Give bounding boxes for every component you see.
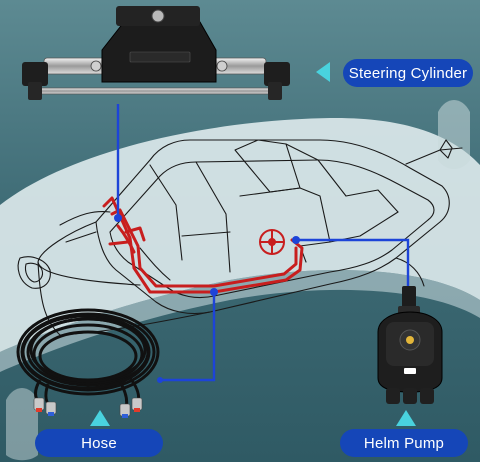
cylinder-end-right [268,82,282,100]
cylinder-fitting [90,60,102,72]
background-boat [438,100,470,169]
helm-pump [377,286,443,404]
helm-wheel [259,229,285,255]
cylinder-rod [33,87,279,95]
pump-badge [404,368,416,374]
connector-dots [114,214,300,383]
pump-cap [406,336,414,344]
pump-port [403,388,417,404]
cylinder-fitting [216,60,228,72]
steering-cylinder [22,6,290,100]
cylinder-bolt [151,9,165,23]
background-boat [6,388,38,461]
hose-label: Hose [35,429,163,457]
triangle-pointer-icon [90,410,110,426]
hose-coil [16,308,160,410]
helm-pump-label: Helm Pump [340,429,468,457]
pump-port [420,388,434,404]
cylinder-mount-right [264,62,290,86]
cylinder-mount-left [22,62,48,86]
light-swoosh [0,117,480,352]
steering-cylinder-label: Steering Cylinder [343,59,473,87]
cylinder-nameplate [129,51,191,63]
triangle-pointer-icon [396,410,416,426]
hose-fittings [33,397,143,418]
triangle-pointer-icon [316,62,330,82]
cylinder-end-left [28,82,42,100]
pump-port [386,388,400,404]
